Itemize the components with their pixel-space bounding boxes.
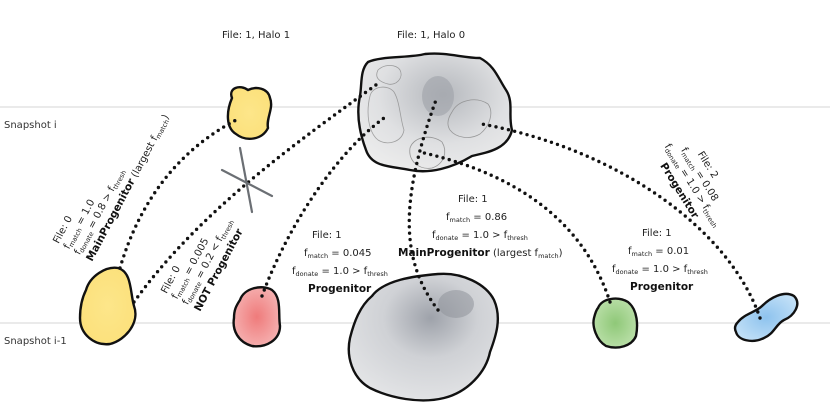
svg-text:File: 1: File: 1: [458, 194, 488, 205]
svg-text:fmatch = 0.01: fmatch = 0.01: [628, 246, 689, 258]
snapshot-i-1-label: Snapshot i-1: [4, 336, 67, 347]
progenitor-green-blob: [592, 297, 639, 349]
link-yellow-to-halo1: [118, 116, 242, 270]
link-red-to-halo0: [132, 80, 382, 304]
halo0-core: [422, 76, 454, 116]
svg-text:fmatch = 0.86: fmatch = 0.86: [446, 212, 507, 224]
grey-core: [438, 290, 474, 318]
label-blue: File: 2 fmatch = 0.08 fdonate = 1.0 > ft…: [657, 142, 720, 230]
label-yellow: File: 0 fmatch = 1.0 fdonate = 0.8 > fth…: [51, 113, 172, 264]
reject-cross-b: [238, 146, 254, 214]
halo0-red-sub: [367, 86, 405, 144]
label-green: File: 1 fmatch = 0.01 fdonate = 1.0 > ft…: [612, 228, 708, 293]
progenitor-yellow-blob: [78, 266, 137, 346]
link-blue-to-halo0: [480, 122, 762, 320]
halo0-header: File: 1, Halo 0: [397, 30, 465, 41]
svg-text:File: 1: File: 1: [642, 228, 672, 239]
halo1-header: File: 1, Halo 1: [222, 30, 290, 41]
label-grey: File: 1 fmatch = 0.86 fdonate = 1.0 > ft…: [398, 194, 563, 260]
svg-text:fmatch = 0.045: fmatch = 0.045: [304, 248, 371, 260]
label-red: File: 0 fmatch = 0.005 fdonate = 0.2 < f…: [159, 219, 246, 314]
link-green-to-halo0: [418, 150, 612, 304]
halo1-blob: [226, 86, 273, 140]
label-small-red: File: 1 fmatch = 0.045 fdonate = 1.0 > f…: [292, 230, 388, 295]
halo0-blue-sub: [447, 99, 492, 138]
svg-text:fdonate = 1.0 > fthresh: fdonate = 1.0 > fthresh: [432, 230, 528, 242]
svg-text:fdonate = 1.0 > fthresh: fdonate = 1.0 > fthresh: [612, 264, 708, 276]
svg-text:Progenitor: Progenitor: [630, 281, 694, 293]
svg-text:fdonate = 1.0 > fthresh: fdonate = 1.0 > fthresh: [292, 266, 388, 278]
progenitor-blue-blob: [733, 292, 799, 343]
progenitor-red-blob: [232, 286, 282, 348]
halo0-yellow-sub: [376, 65, 402, 85]
link-small-red-to-halo0: [260, 116, 386, 298]
snapshot-i-label: Snapshot i: [4, 120, 57, 131]
svg-text:MainProgenitor (largest fmatch: MainProgenitor (largest fmatch): [398, 247, 563, 260]
svg-text:File: 1: File: 1: [312, 230, 342, 241]
svg-text:Progenitor: Progenitor: [308, 283, 372, 295]
